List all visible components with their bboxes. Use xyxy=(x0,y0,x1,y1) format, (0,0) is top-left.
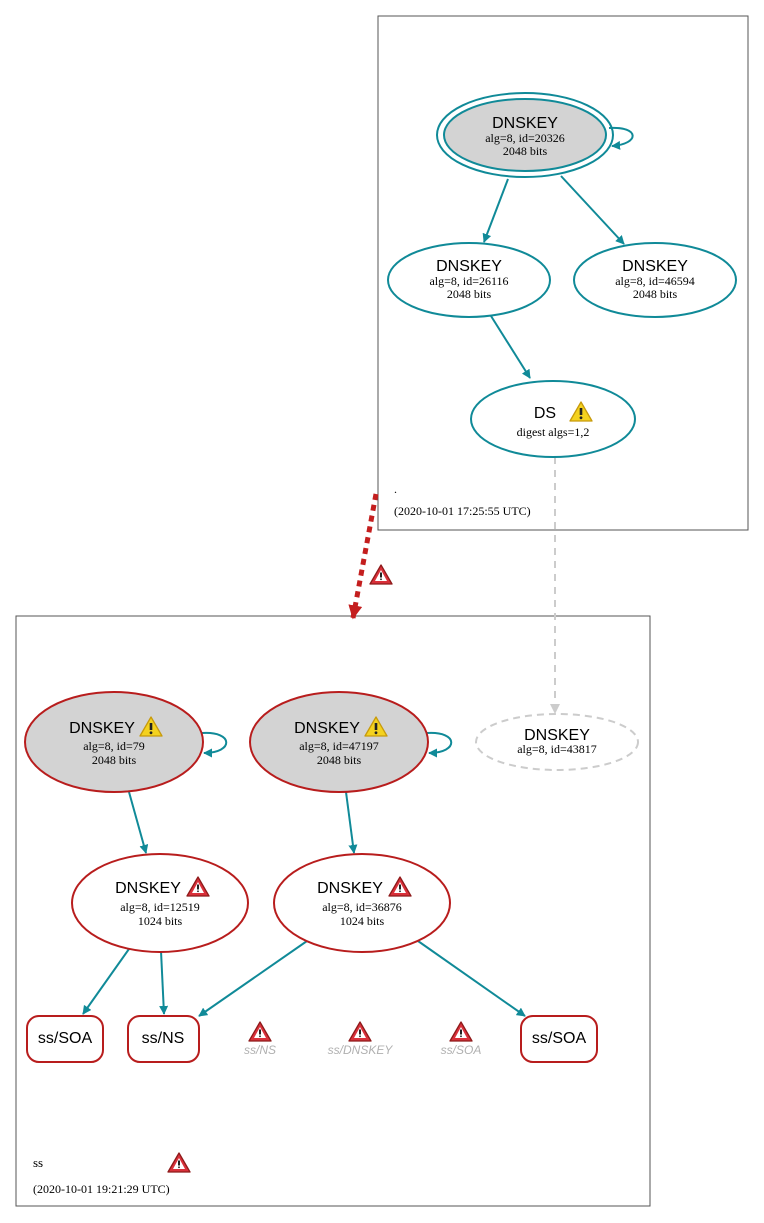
error-icon xyxy=(248,1021,272,1042)
node-key-size: 2048 bits xyxy=(447,287,492,301)
rrset-label: ss/SOA xyxy=(532,1030,587,1047)
rrset-soa-2: ss/SOA xyxy=(520,1015,598,1063)
node-key-info: alg=8, id=79 xyxy=(83,739,145,753)
node-key-size: 2048 bits xyxy=(317,753,362,767)
node-title: DNSKEY xyxy=(317,880,383,897)
edge-child-ksk1-to-zsk1 xyxy=(128,791,149,854)
root-zone-timestamp: (2020-10-01 17:25:55 UTC) xyxy=(394,504,531,518)
rrset-error-soa: ss/SOA xyxy=(441,1021,482,1057)
rrset-error-ns: ss/NS xyxy=(244,1021,276,1057)
child-zone-error-icon xyxy=(167,1152,191,1173)
root-zsk2-node: DNSKEY alg=8, id=46594 2048 bits xyxy=(573,242,737,318)
rrset-ns: ss/NS xyxy=(127,1015,200,1063)
edge-child-ksk2-to-zsk2 xyxy=(345,791,358,854)
edge-zsk2-to-ns xyxy=(198,940,308,1017)
node-title: DNSKEY xyxy=(436,258,502,275)
node-key-size: 2048 bits xyxy=(503,144,548,158)
rrset-label: ss/NS xyxy=(244,1043,276,1057)
node-key-info: alg=8, id=36876 xyxy=(322,900,402,914)
rrset-label: ss/SOA xyxy=(38,1030,93,1047)
delegation-error-icon xyxy=(369,564,393,585)
edge-child-ksk2-self xyxy=(426,731,453,758)
node-title: DNSKEY xyxy=(524,727,590,744)
node-key-info: alg=8, id=12519 xyxy=(120,900,200,914)
rrset-label: ss/NS xyxy=(142,1030,185,1047)
node-title: DNSKEY xyxy=(115,880,181,897)
root-ksk-node: DNSKEY alg=8, id=20326 2048 bits xyxy=(436,92,614,178)
node-key-size: 1024 bits xyxy=(340,914,385,928)
edge-zsk2-to-soa2 xyxy=(417,940,526,1017)
child-zone-name: ss xyxy=(33,1155,43,1170)
child-ksk2-node: DNSKEY alg=8, id=47197 2048 bits xyxy=(249,691,429,793)
root-zsk1-node: DNSKEY alg=8, id=26116 2048 bits xyxy=(387,242,551,318)
zone-box-child xyxy=(15,615,651,1207)
rrset-label: ss/SOA xyxy=(441,1043,482,1057)
node-title: DNSKEY xyxy=(69,720,135,737)
rrset-label: ss/DNSKEY xyxy=(328,1043,394,1057)
node-key-info: alg=8, id=46594 xyxy=(615,274,695,288)
edge-root-ksk-to-zsk1 xyxy=(482,178,509,243)
child-missing-key-node: DNSKEY alg=8, id=43817 xyxy=(475,713,639,771)
edge-child-ksk1-self xyxy=(201,731,228,758)
node-title: DNSKEY xyxy=(622,258,688,275)
node-key-info: alg=8, id=26116 xyxy=(429,274,508,288)
node-key-size: 2048 bits xyxy=(633,287,678,301)
root-ds-node: DS digest algs=1,2 xyxy=(470,380,636,458)
node-title: DNSKEY xyxy=(492,115,558,132)
child-zsk1-node: DNSKEY alg=8, id=12519 1024 bits xyxy=(71,853,249,953)
node-title: DS xyxy=(534,405,556,422)
node-digest-info: digest algs=1,2 xyxy=(517,425,590,439)
node-key-info: alg=8, id=20326 xyxy=(485,131,565,145)
edge-zsk1-to-ns xyxy=(159,950,169,1015)
rrset-soa-1: ss/SOA xyxy=(26,1015,104,1063)
error-icon xyxy=(449,1021,473,1042)
node-title: DNSKEY xyxy=(294,720,360,737)
error-icon xyxy=(348,1021,372,1042)
zone-box-root xyxy=(377,15,749,531)
child-ksk1-node: DNSKEY alg=8, id=79 2048 bits xyxy=(24,691,204,793)
edge-delegation xyxy=(348,493,379,620)
edge-root-zsk1-to-ds xyxy=(490,315,531,379)
child-zone-timestamp: (2020-10-01 19:21:29 UTC) xyxy=(33,1182,170,1196)
node-key-size: 2048 bits xyxy=(92,753,137,767)
rrset-error-dnskey: ss/DNSKEY xyxy=(328,1021,394,1057)
edge-zsk1-to-soa1 xyxy=(82,948,130,1015)
edge-root-ksk-self xyxy=(608,126,634,150)
root-zone-name: . xyxy=(394,482,397,496)
node-key-info: alg=8, id=43817 xyxy=(517,742,597,756)
child-zsk2-node: DNSKEY alg=8, id=36876 1024 bits xyxy=(273,853,451,953)
edge-root-ksk-to-zsk2 xyxy=(560,175,625,245)
node-key-size: 1024 bits xyxy=(138,914,183,928)
node-key-info: alg=8, id=47197 xyxy=(299,739,379,753)
